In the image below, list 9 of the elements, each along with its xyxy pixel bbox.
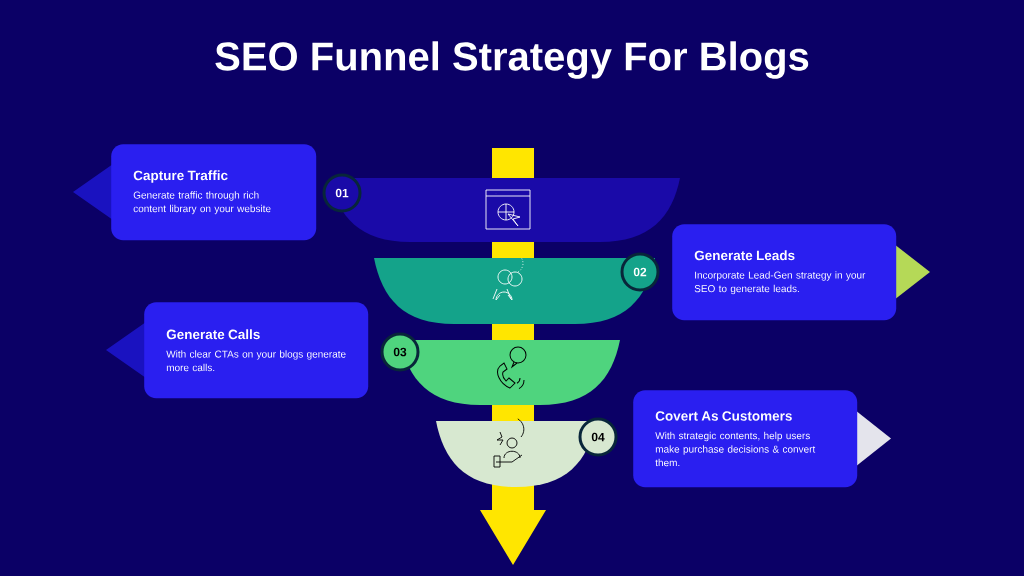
info-card: Capture Traffic Generate traffic through rich content library on your website — [111, 144, 317, 241]
number-badge: 02 — [620, 252, 660, 292]
info-card: Covert As Customers With strategic contents, help users make purchase decisions & convert them. — [633, 390, 858, 488]
title: SEO Funnel Strategy For Blogs — [215, 41, 809, 79]
info-card: Generate Leads Incorporate Lead-Gen strategy in your SEO to generate leads. — [672, 224, 897, 321]
number-badge: 01 — [322, 173, 362, 213]
number-badge: 04 — [578, 417, 618, 457]
number-badge: 03 — [380, 332, 420, 372]
info-card: Generate Calls With clear CTAs on your blogs generate more calls. — [144, 302, 369, 399]
